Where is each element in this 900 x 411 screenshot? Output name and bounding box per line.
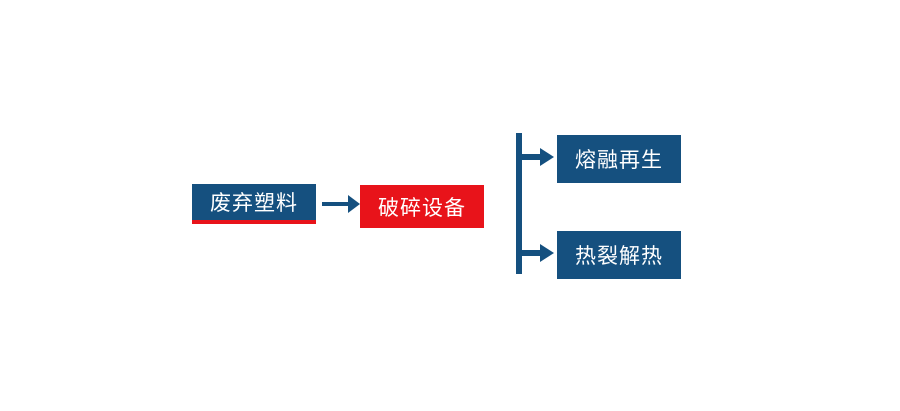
node-process-crusher[interactable]: 破碎设备 <box>360 185 484 228</box>
branch-arrows-icon <box>508 126 564 284</box>
node-source-waste-plastic[interactable]: 废弃塑料 <box>192 184 316 224</box>
node-process-label: 破碎设备 <box>378 196 466 220</box>
node-source-label: 废弃塑料 <box>210 192 298 215</box>
node-output-1-label: 熔融再生 <box>575 149 663 172</box>
node-output-melt-regeneration[interactable]: 熔融再生 <box>557 135 681 183</box>
node-output-pyrolysis-heat[interactable]: 热裂解热 <box>557 231 681 279</box>
node-output-2-label: 热裂解热 <box>575 245 663 268</box>
arrow-right-icon <box>318 188 362 220</box>
